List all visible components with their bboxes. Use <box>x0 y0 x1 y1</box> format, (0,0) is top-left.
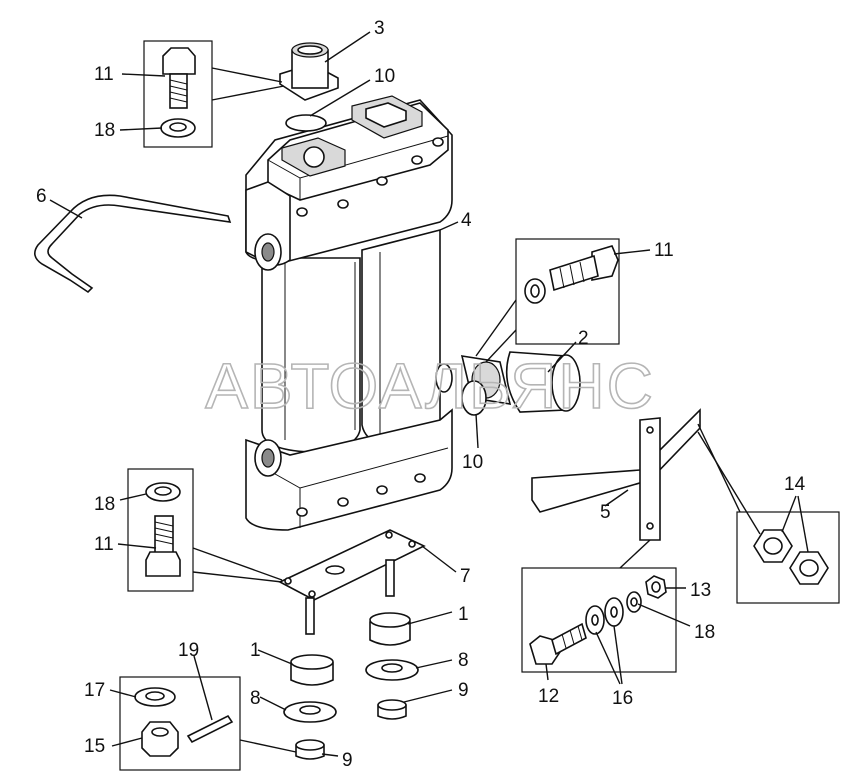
mounting-plate <box>278 529 426 635</box>
callout-10-side: 10 <box>462 452 483 473</box>
washer-bottom-left <box>134 687 176 707</box>
callout-9-right: 9 <box>458 680 469 701</box>
bolt-right <box>549 245 619 292</box>
leader-lines <box>49 31 809 757</box>
o-ring-top <box>285 114 327 132</box>
callout-17: 17 <box>84 680 105 701</box>
washers-bracket <box>585 591 642 635</box>
outlet-pipe-flange <box>279 42 339 101</box>
bolt-bracket <box>529 622 587 665</box>
callout-2: 2 <box>578 328 589 349</box>
detail-box-bolt-right <box>515 238 620 345</box>
callout-7: 7 <box>460 566 471 587</box>
callout-9-left: 9 <box>342 750 353 771</box>
rubber-pad-right <box>369 612 411 646</box>
callout-labels: 3 11 10 18 6 4 11 2 10 14 5 18 11 7 13 1… <box>36 18 806 771</box>
washer-top <box>160 118 196 138</box>
callout-18-bracket: 18 <box>694 622 715 643</box>
callout-1-left: 1 <box>250 640 261 661</box>
washer-large-left <box>283 701 337 723</box>
callout-11-top: 11 <box>94 64 114 85</box>
callout-15: 15 <box>84 736 105 757</box>
callout-19: 19 <box>178 640 199 661</box>
callout-8-right: 8 <box>458 650 469 671</box>
inlet-flange-pipe <box>460 351 581 413</box>
rubber-pad-left <box>290 654 334 686</box>
strap <box>34 194 232 294</box>
detail-box-bolt-top <box>143 40 213 148</box>
bolt-top <box>162 47 196 109</box>
cotter-pin <box>186 714 234 744</box>
watermark-text: АВТОАЛЬЯНС <box>205 350 655 422</box>
detail-box-nut-pin <box>119 676 241 771</box>
bolt-left <box>145 515 181 577</box>
detail-box-bolt-left <box>127 468 194 592</box>
callout-10-top: 10 <box>374 66 395 87</box>
callout-3: 3 <box>374 18 385 39</box>
nut-bottom-left <box>141 721 179 757</box>
callout-4: 4 <box>461 210 472 231</box>
spacer-right <box>377 699 407 720</box>
detail-box-nuts <box>736 511 840 604</box>
o-ring-side <box>461 380 487 416</box>
nuts-pair <box>753 529 829 585</box>
callout-5: 5 <box>600 502 611 523</box>
nut-bracket <box>645 575 667 599</box>
callout-14: 14 <box>784 474 806 495</box>
callout-6: 6 <box>36 186 47 207</box>
callout-11-right: 11 <box>654 240 674 261</box>
callout-11-left: 11 <box>94 534 114 555</box>
washer-right <box>524 278 546 304</box>
callout-8-left: 8 <box>250 688 261 709</box>
callout-16: 16 <box>612 688 633 709</box>
mounting-bracket <box>531 408 701 541</box>
callout-18-left: 18 <box>94 494 115 515</box>
washer-left <box>145 482 181 502</box>
washer-large-right <box>365 659 419 681</box>
callout-12: 12 <box>538 686 559 707</box>
callout-13: 13 <box>690 580 711 601</box>
spacer-left <box>295 739 325 760</box>
callout-1-right: 1 <box>458 604 469 625</box>
callout-18-top: 18 <box>94 120 115 141</box>
air-cleaner-housing <box>245 95 453 531</box>
